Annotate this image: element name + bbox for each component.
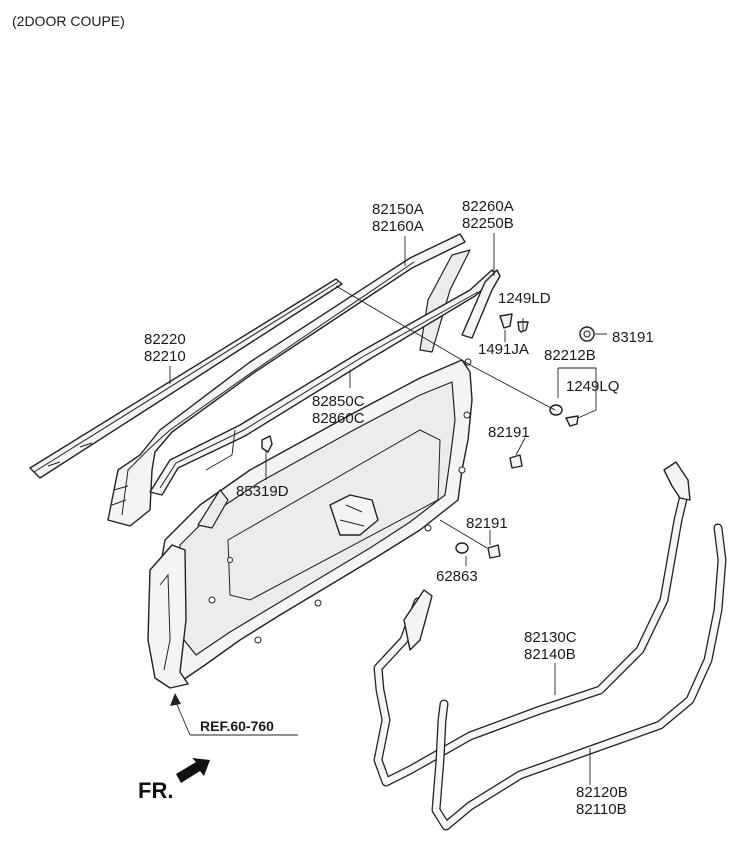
part-label-82260A: 82260A [462,198,514,215]
diagram-header: (2DOOR COUPE) [12,13,125,29]
part-label-82191-lower: 82191 [466,515,508,532]
part-label-62863: 62863 [436,568,478,585]
part-label-82220: 82220 [144,331,186,348]
part-label-82250B: 82250B [462,215,514,232]
part-label-82130C: 82130C [524,629,577,646]
part-label-82191-upper: 82191 [488,424,530,441]
part-label-85319D: 85319D [236,483,289,500]
part-label-1249LD: 1249LD [498,290,551,307]
front-direction-label: FR. [138,778,173,803]
reference-label[interactable]: REF.60-760 [200,718,274,734]
part-label-82210: 82210 [144,348,186,365]
part-label-1491JA: 1491JA [478,341,529,358]
door-outer-skin-edge [147,544,189,689]
part-label-82160A: 82160A [372,218,424,235]
outer-belt-moulding [29,278,343,479]
part-label-82850C: 82850C [312,393,365,410]
part-label-82150A: 82150A [372,201,424,218]
sash-garnish [461,269,501,339]
part-label-83191: 83191 [612,329,654,346]
part-label-82110B: 82110B [576,801,627,818]
door-inner-panel [157,358,473,683]
part-label-82860C: 82860C [312,410,365,427]
part-label-1249LQ: 1249LQ [566,378,619,395]
part-label-82120B: 82120B [576,784,628,801]
part-labels: 82150A 82160A 82260A 82250B 1249LD 83191… [144,198,654,818]
front-direction-indicator: FR. [138,758,210,803]
part-label-82212B: 82212B [544,347,596,364]
part-label-82140B: 82140B [524,646,576,663]
door-weatherstrip [431,523,727,831]
leader-lines [169,233,607,785]
